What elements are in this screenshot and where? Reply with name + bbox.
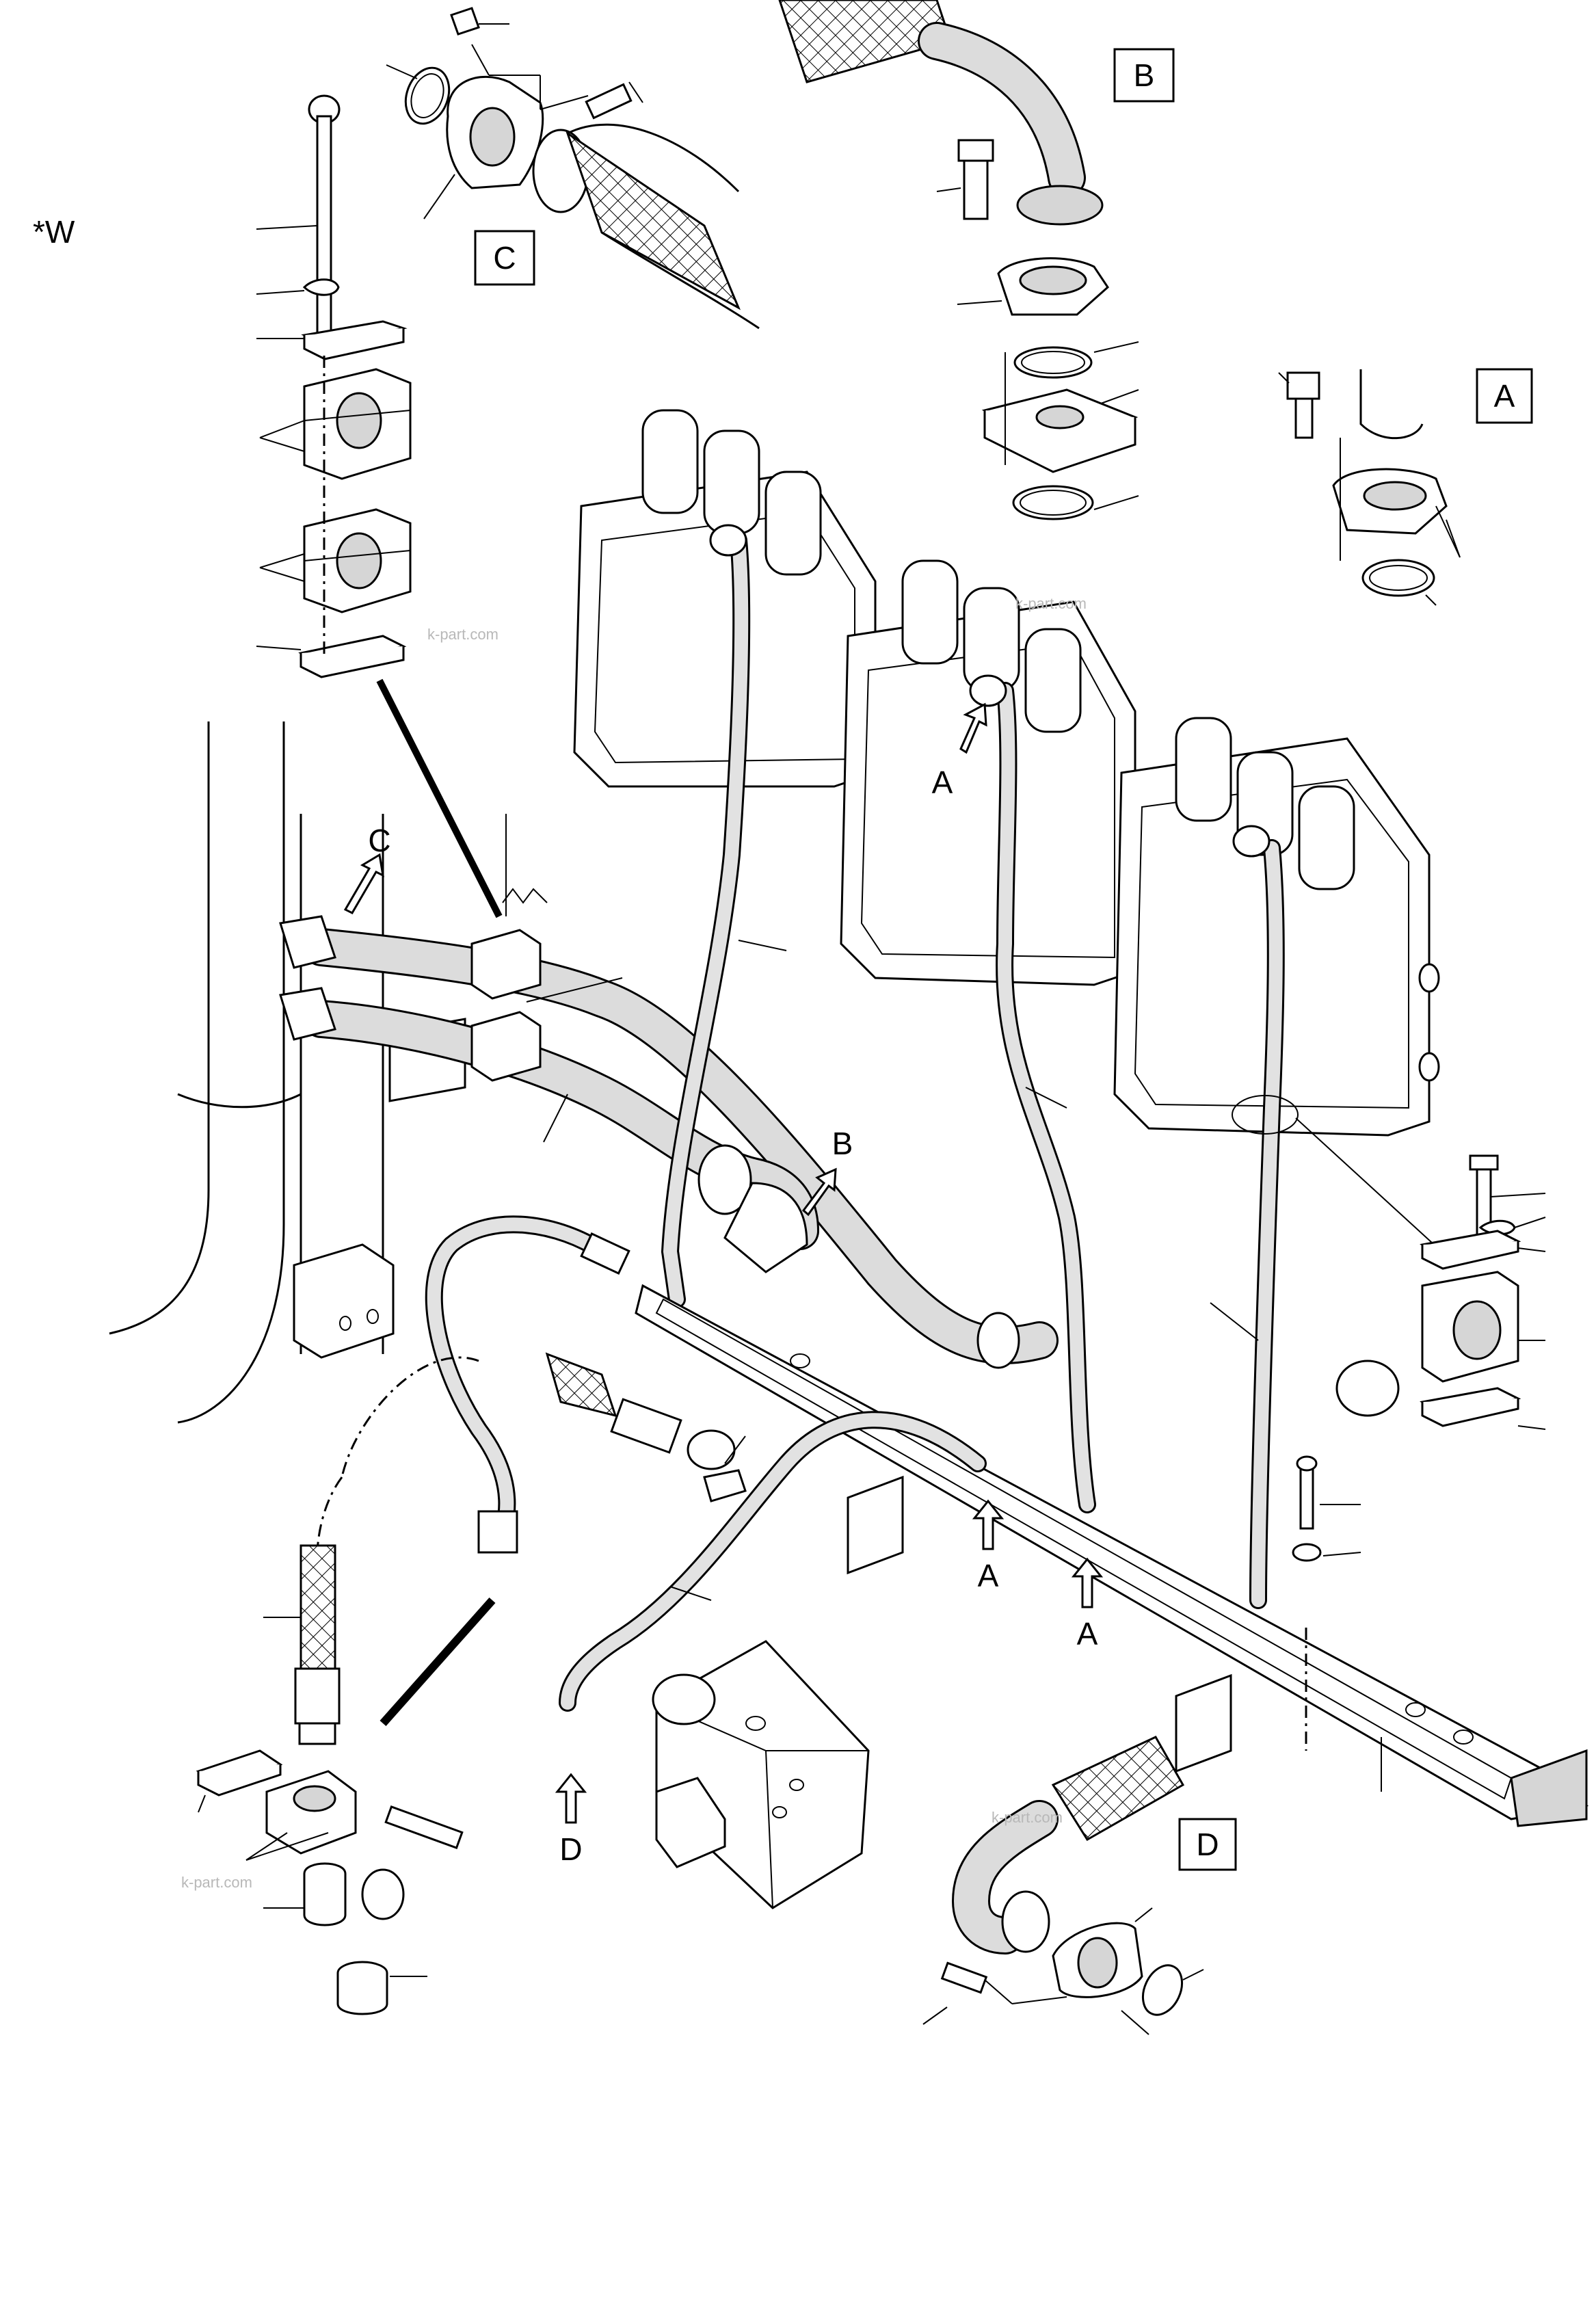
- pump-block: [652, 1640, 870, 1909]
- callout-a3-label: A: [1077, 1616, 1098, 1652]
- callout-a1: A: [932, 702, 987, 800]
- detail-b-label: B: [1134, 57, 1155, 93]
- vertical-hoses: [661, 524, 1457, 1609]
- detail-c-flange-connection: C: [386, 7, 760, 330]
- watermark-1: k-part.com: [427, 626, 498, 643]
- callout-b: B: [801, 1126, 853, 1217]
- detail-b-flange-connection: B: [778, 0, 1175, 520]
- callout-d: D: [555, 1773, 587, 1867]
- callout-a2-label: A: [978, 1558, 999, 1593]
- middle-hose-assembly: [316, 1215, 987, 1712]
- detail-a-label: A: [1494, 378, 1515, 414]
- large-twin-hoses: [279, 915, 1059, 1369]
- detail-d-flange-connection: D k-part.com: [922, 1736, 1237, 2035]
- watermark-3: k-part.com: [181, 1874, 252, 1891]
- left-clamp-stack-exploded: k-part.com: [256, 94, 503, 918]
- corner-note: *W: [33, 214, 75, 250]
- callout-c-label: C: [368, 823, 390, 858]
- detail-a-flange-connection: A: [1278, 368, 1533, 606]
- detail-c-label: C: [493, 240, 516, 276]
- callout-a2: A: [972, 1499, 1005, 1593]
- callout-b-label: B: [832, 1126, 853, 1161]
- watermark-2: k-part.com: [1015, 595, 1087, 612]
- callout-a1-label: A: [932, 765, 953, 800]
- lower-right-clamp-stack: [1292, 1154, 1546, 1562]
- watermark-4: k-part.com: [992, 1809, 1063, 1826]
- callout-a3: A: [1071, 1557, 1104, 1652]
- lower-left-fittings: k-part.com: [181, 1544, 496, 2015]
- detail-d-label: D: [1196, 1827, 1219, 1862]
- callout-c: C: [343, 823, 391, 914]
- callout-d-label: D: [559, 1831, 582, 1867]
